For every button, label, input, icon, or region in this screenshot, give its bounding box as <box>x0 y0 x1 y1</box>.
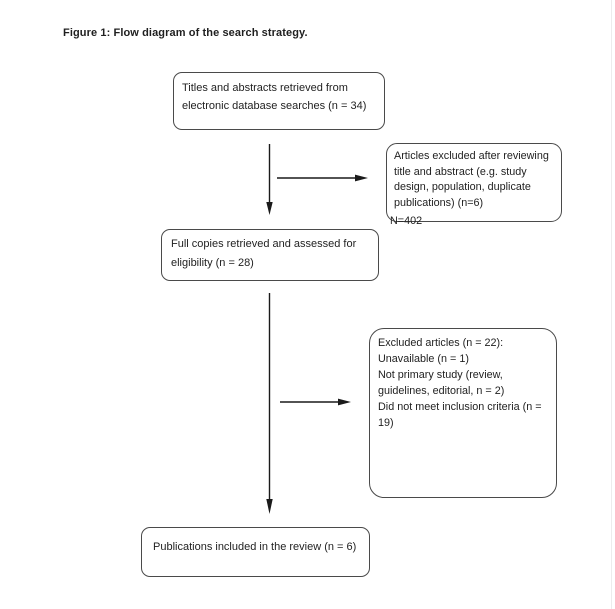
flowbox-articles-excluded-title-abstract: Articles excluded after reviewing title … <box>386 143 562 227</box>
arrow-right-to-excluded-articles-icon <box>280 398 351 406</box>
flowbox-titles-abstracts-retrieved: Titles and abstracts retrieved from elec… <box>173 72 385 130</box>
flowbox-articles-excluded-title-abstract-text: Articles excluded after reviewing title … <box>394 150 549 209</box>
flowbox-full-copies-assessed: Full copies retrieved and assessed for e… <box>161 229 379 281</box>
arrow-down-retrieved-to-fullcopies-icon <box>266 144 273 215</box>
flowbox-excluded-articles-text: Excluded articles (n = 22): Unavailable … <box>378 337 542 429</box>
flowbox-full-copies-assessed-text: Full copies retrieved and assessed for e… <box>171 238 357 269</box>
figure-caption: Figure 1: Flow diagram of the search str… <box>63 27 308 39</box>
page-edge-line <box>611 0 612 609</box>
arrow-down-fullcopies-to-included-icon <box>266 293 273 514</box>
flowbox-excluded-articles: Excluded articles (n = 22): Unavailable … <box>369 328 557 498</box>
flowbox-articles-excluded-footnote: N=402 <box>390 215 423 227</box>
flowbox-publications-included-text: Publications included in the review (n =… <box>153 541 357 553</box>
flowbox-publications-included: Publications included in the review (n =… <box>141 527 370 577</box>
flowbox-titles-abstracts-retrieved-text: Titles and abstracts retrieved from elec… <box>182 82 367 112</box>
arrow-right-to-excluded-title-abstract-icon <box>277 174 368 182</box>
